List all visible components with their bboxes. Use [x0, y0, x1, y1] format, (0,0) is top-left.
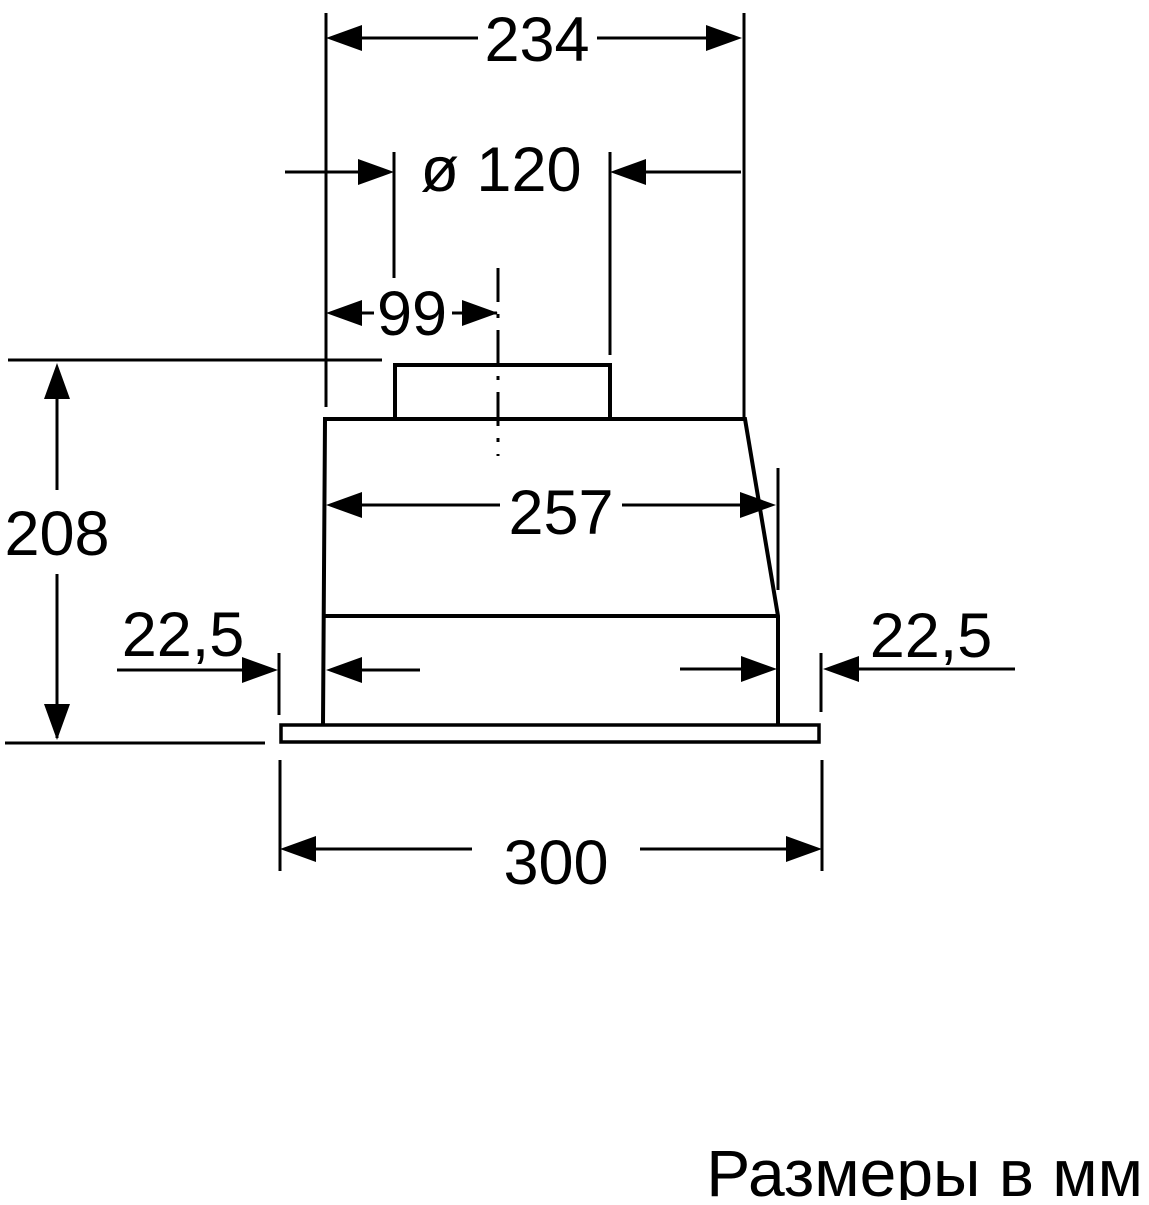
duct-collar-outline	[393, 363, 612, 419]
dimension-left-overhang: 22,5	[117, 600, 420, 715]
units-note: Размеры в мм	[706, 1136, 1143, 1200]
arrowhead-right-icon	[462, 300, 498, 326]
dimension-duct-diameter: ø 120	[285, 135, 741, 355]
hood-outline	[279, 268, 821, 744]
arrowhead-left-icon	[326, 25, 362, 51]
arrowhead-right-icon	[786, 836, 822, 862]
dimension-label-300: 300	[503, 828, 608, 898]
dimension-label-257: 257	[508, 478, 613, 548]
arrowhead-right-icon	[242, 657, 278, 683]
dimension-right-overhang: 22,5	[680, 601, 1015, 712]
dimension-label-diameter-120: ø 120	[420, 135, 581, 205]
arrowhead-left-icon	[610, 159, 646, 185]
arrowhead-left-icon	[326, 492, 362, 518]
arrowhead-down-icon	[44, 704, 70, 740]
dimension-label-22-5-right: 22,5	[870, 601, 993, 671]
arrowhead-right-icon	[706, 25, 742, 51]
dimension-label-99: 99	[377, 279, 447, 349]
arrowhead-left-icon	[326, 300, 362, 326]
dimension-top-width: 234	[324, 5, 746, 419]
arrowhead-right-icon	[741, 656, 777, 682]
dimension-total-height: 208	[4, 358, 382, 745]
mounting-flange	[279, 723, 821, 744]
arrowhead-left-icon	[326, 657, 362, 683]
dimension-label-234: 234	[484, 5, 589, 75]
dimension-flange-width: 300	[278, 760, 824, 898]
dimension-duct-offset: 99	[326, 279, 498, 349]
dimension-label-22-5-left: 22,5	[122, 600, 245, 670]
arrowhead-right-icon	[358, 159, 394, 185]
arrowhead-up-icon	[44, 363, 70, 399]
arrowhead-left-icon	[280, 836, 316, 862]
hood-body-outline	[321, 417, 780, 726]
arrowhead-left-icon	[823, 656, 859, 682]
dimension-body-width: 257	[326, 468, 780, 590]
arrowhead-right-icon	[740, 492, 776, 518]
dimension-label-208: 208	[4, 499, 109, 569]
